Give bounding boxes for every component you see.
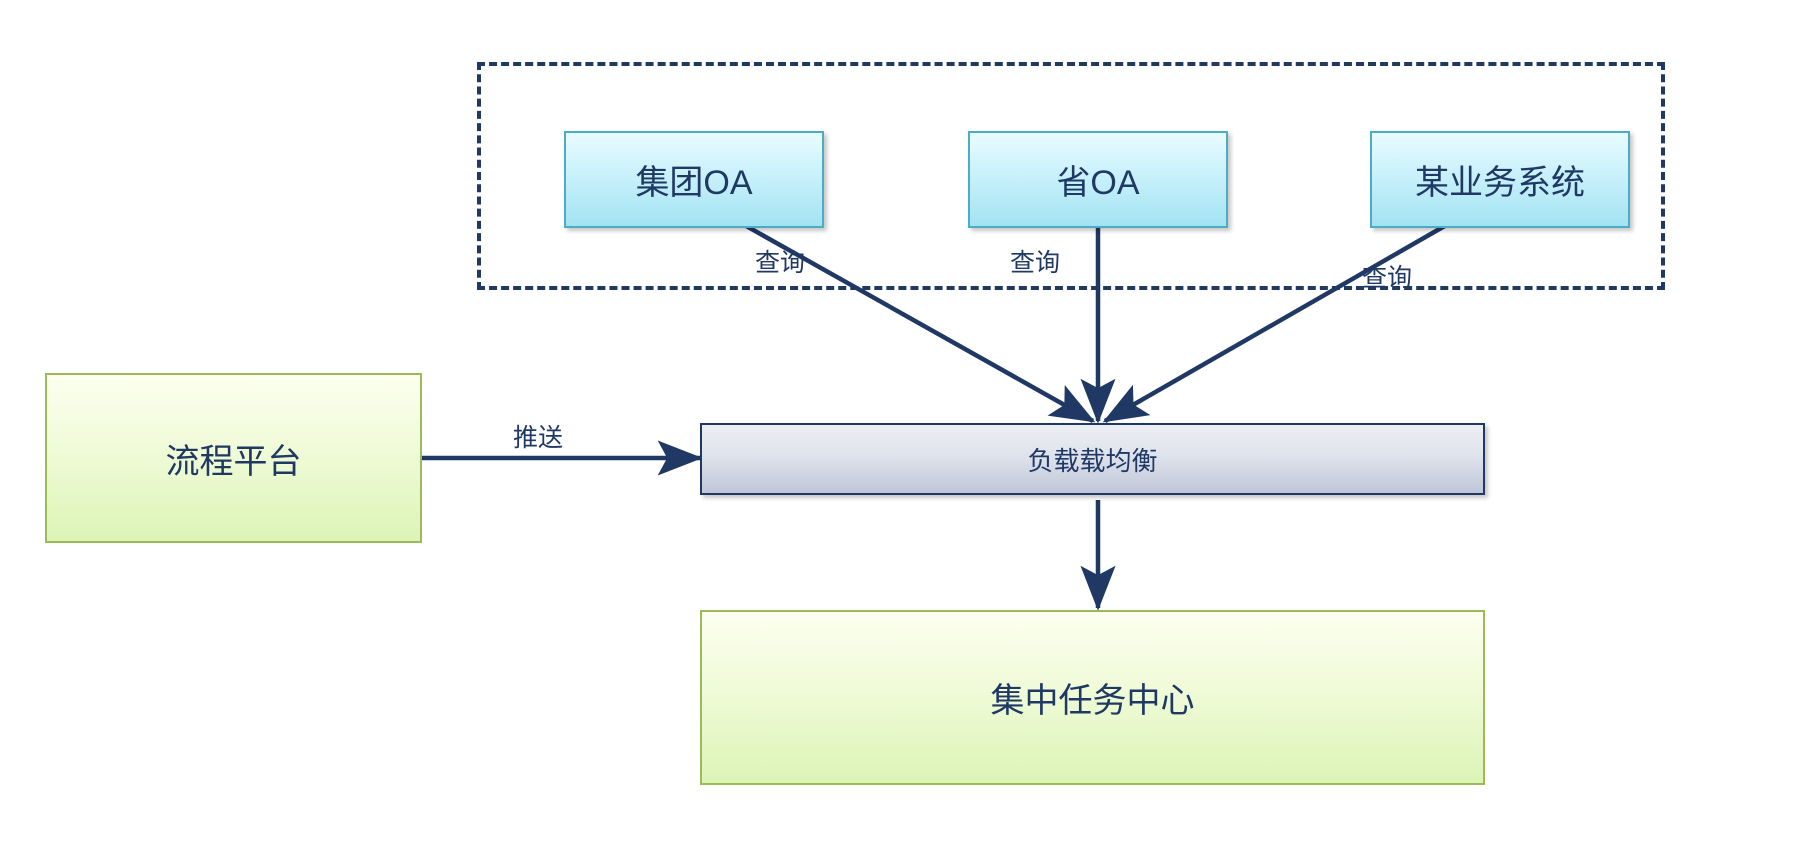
- node-task-center-label: 集中任务中心: [990, 682, 1195, 720]
- node-process-platform-label: 流程平台: [165, 442, 302, 481]
- edge-label-query-group-oa: 查询: [755, 249, 806, 277]
- edge-label-query-business-sys: 查询: [1362, 264, 1413, 292]
- node-process-platform[interactable]: 流程平台: [45, 373, 422, 543]
- node-load-balancer-label: 负载载均衡: [1027, 445, 1158, 476]
- node-group-oa[interactable]: 集团OA: [564, 131, 824, 228]
- node-task-center[interactable]: 集中任务中心: [700, 610, 1485, 785]
- edge-label-query-province-oa: 查询: [1010, 249, 1061, 277]
- node-province-oa-label: 省OA: [1056, 164, 1140, 202]
- node-load-balancer[interactable]: 负载载均衡: [700, 423, 1485, 495]
- edge-label-push-process-platform: 推送: [513, 424, 564, 452]
- node-group-oa-label: 集团OA: [635, 164, 753, 202]
- node-business-sys-label: 某业务系统: [1415, 164, 1585, 202]
- node-business-sys[interactable]: 某业务系统: [1370, 131, 1630, 228]
- node-province-oa[interactable]: 省OA: [968, 131, 1228, 228]
